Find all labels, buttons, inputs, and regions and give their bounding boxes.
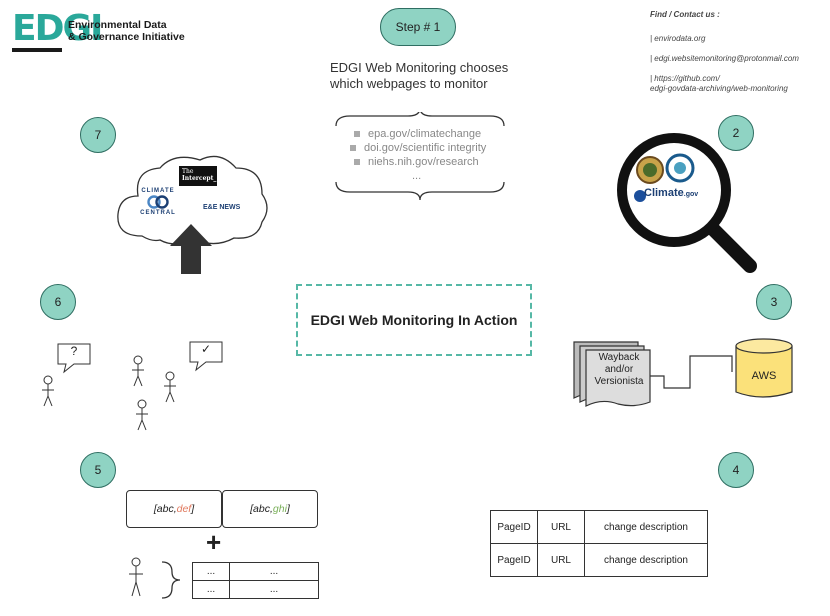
archive-label: Wayback and/or Versionista [594,352,644,387]
archive-diagram [573,338,793,407]
up-arrow-icon [170,224,212,274]
plus-sign: + [206,527,222,557]
grid-cell: ... [229,562,319,581]
question-bubble-text: ? [70,344,78,358]
table-cell: change description [584,510,708,544]
climate-central-mark [147,195,169,209]
check-bubble-text: ✓ [200,342,212,356]
contact-title: Find / Contact us : [650,10,720,19]
grid-cell: ... [192,562,230,581]
table-cell: PageID [490,510,538,544]
table-cell: change description [584,543,708,577]
step-1-pill: Step # 1 [380,8,456,46]
badge-7: 7 [80,117,116,153]
ee-news-logo: E&E NEWS [203,204,241,211]
edgi-logo: EDGI Environmental Data & Governance Ini… [12,10,185,52]
badge-5: 5 [80,452,116,488]
person-brace-diagram [129,557,181,599]
grid-cell: ... [192,580,230,599]
logo-line1: Environmental Data [68,19,167,31]
contact-info: Find / Contact us : | envirodata.org | e… [650,10,799,94]
badge-2: 2 [718,115,754,151]
list-item: epa.gov/climatechange [354,127,486,141]
badge-3: 3 [756,284,792,320]
contact-email[interactable]: | edgi.websitemonitoring@protonmail.com [650,54,799,63]
aws-label: AWS [751,370,777,382]
step-1-line2: which webpages to monitor [330,76,488,91]
url-list: epa.gov/climatechange doi.gov/scientific… [350,127,486,183]
center-title-box: EDGI Web Monitoring In Action [296,284,532,356]
step-1-line1: EDGI Web Monitoring chooses [330,60,509,75]
badge-6: 6 [40,284,76,320]
badge-4: 4 [718,452,754,488]
contact-website[interactable]: | envirodata.org [650,34,706,43]
list-item: doi.gov/scientific integrity [350,141,486,155]
contact-github-line2[interactable]: edgi-govdata-archiving/web-monitoring [650,84,788,93]
list-item: ... [412,170,422,182]
table-cell: URL [537,510,585,544]
step-1-description: EDGI Web Monitoring chooses which webpag… [330,60,530,92]
climate-gov-logo: Climate.gov [644,187,699,199]
table-cell: URL [537,543,585,577]
grid-cell: ... [229,580,319,599]
contact-github-line1[interactable]: | https://github.com/ [650,74,720,83]
list-item: niehs.nih.gov/research [354,155,486,169]
table-cell: PageID [490,543,538,577]
intercept-logo: The Intercept_ [179,166,217,186]
logo-line2: & Governance Initiative [68,31,185,43]
people-discussion-diagram [42,341,223,431]
url-brace [335,112,505,201]
logo-mark: EDGI [12,10,103,52]
logo-text: Environmental Data & Governance Initiati… [68,19,185,43]
diff-box-right: [abc, ghi] [222,490,318,528]
magnifier-icon [617,133,757,273]
climate-central-logo: CLIMATE CENTRAL [140,188,176,216]
diff-box-left: [abc, def] [126,490,222,528]
center-title: EDGI Web Monitoring In Action [310,312,518,328]
